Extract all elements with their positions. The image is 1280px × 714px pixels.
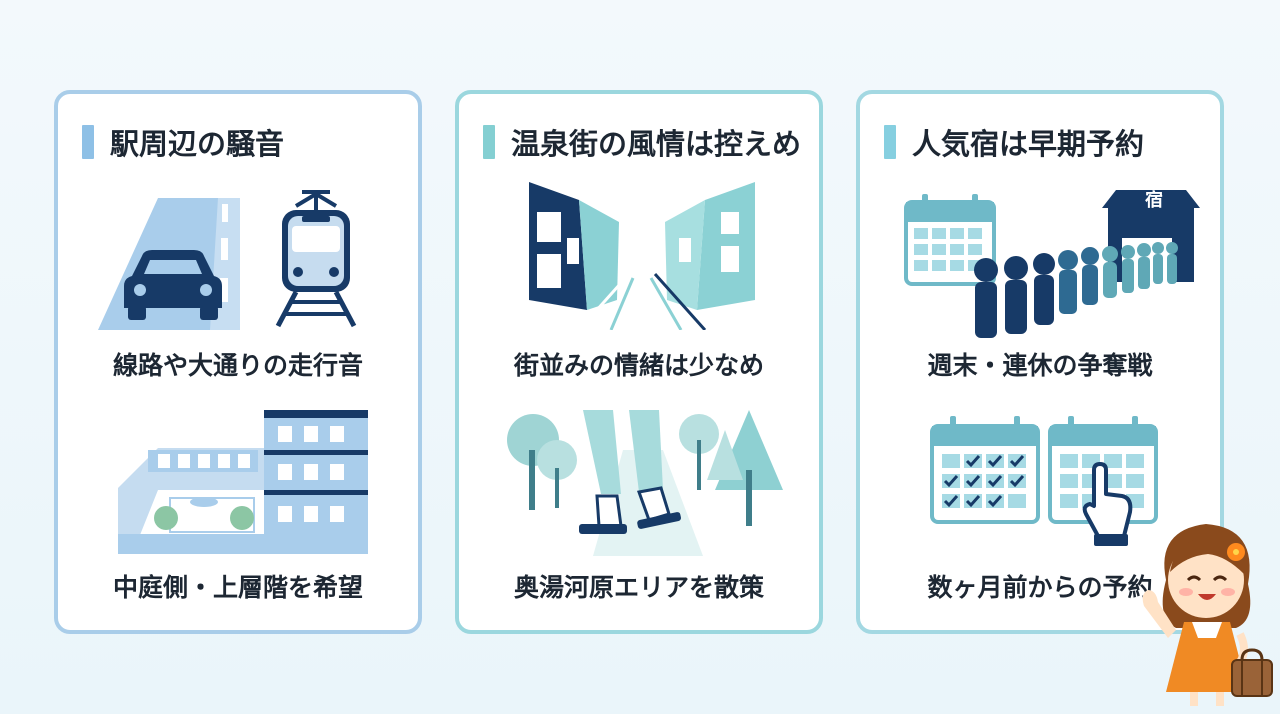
card-title-text: 人気宿は早期予約 (912, 127, 1145, 161)
card-title: 駅周辺の騒音 (82, 122, 284, 162)
title-accent-bar (483, 125, 495, 159)
card-title: 人気宿は早期予約 (884, 122, 1144, 162)
point-1: 週末・連休の争奪戦 (927, 351, 1153, 380)
point-2: 奥湯河原エリアを散策 (513, 573, 764, 602)
calendar-click-icon (930, 416, 1158, 546)
card-onsen-atmosphere: 温泉街の風情は控えめ 街並みの情緒は少なめ (455, 90, 823, 634)
point-2: 中庭側・上層階を希望 (112, 573, 363, 602)
card-early-reservation: 人気宿は早期予約 宿 (856, 90, 1224, 634)
traveler-girl-icon (1142, 524, 1273, 706)
card-title-text: 温泉街の風情は控えめ (511, 127, 802, 161)
card-title: 温泉街の風情は控えめ (483, 122, 801, 162)
point-1: 街並みの情緒は少なめ (513, 351, 764, 380)
train-icon (275, 190, 357, 328)
street-buildings-icon (529, 182, 755, 330)
point-2: 数ヶ月前からの予約 (927, 573, 1153, 602)
calendar-icon (904, 194, 996, 286)
inn-sign: 宿 (1145, 189, 1163, 211)
car-road-icon (98, 198, 240, 330)
inn-queue-icon: 宿 (974, 189, 1200, 338)
card-title-text: 駅周辺の騒音 (110, 127, 285, 161)
point-1: 線路や大通りの走行音 (112, 351, 363, 380)
title-accent-bar (82, 125, 94, 159)
card-station-noise: 駅周辺の騒音 (54, 90, 422, 634)
courtyard-building-icon (118, 410, 368, 554)
title-accent-bar (884, 125, 896, 159)
walking-geta-icon (507, 410, 783, 556)
